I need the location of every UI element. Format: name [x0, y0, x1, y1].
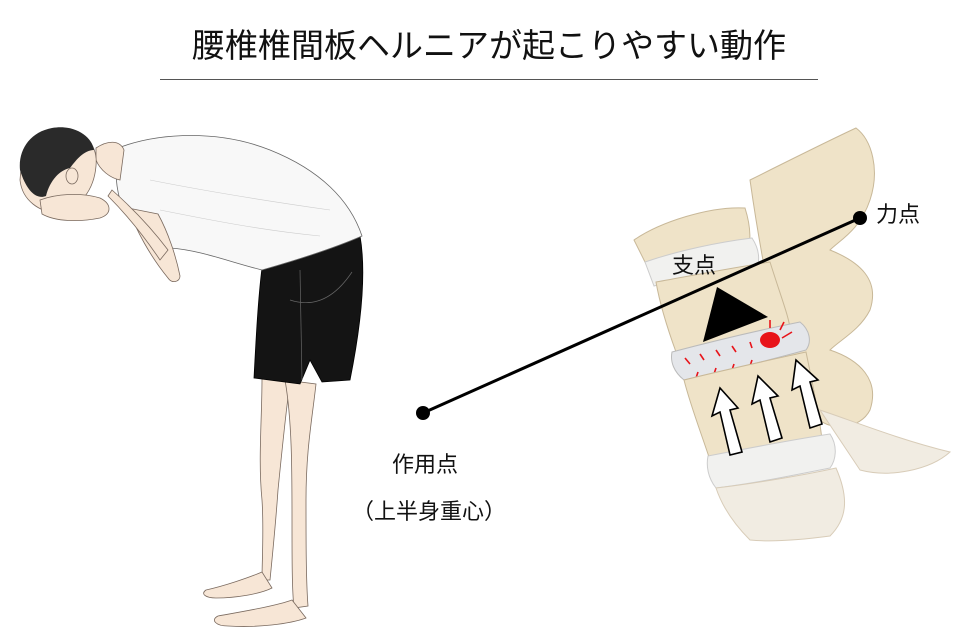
- herniation-point-icon: [760, 332, 780, 348]
- lever-diagram: [416, 211, 867, 420]
- pressure-arrows-icon: [684, 320, 793, 379]
- lever-line: [422, 216, 861, 415]
- upward-force-arrows-icon: [710, 358, 823, 456]
- action-point-dot-icon: [416, 406, 430, 420]
- force-point-dot-icon: [853, 211, 867, 225]
- action-point-label: 作用点: [392, 453, 459, 478]
- lumbar-spine-figure: [633, 127, 952, 542]
- page-title: 腰椎椎間板ヘルニアが起こりやすい動作: [192, 26, 786, 65]
- force-point-label: 力点: [876, 203, 921, 228]
- fulcrum-triangle-icon: [703, 287, 768, 342]
- action-point-note: （上半身重心）: [352, 500, 507, 525]
- bending-person-figure: [19, 127, 364, 627]
- title-underline: [160, 79, 818, 80]
- fulcrum-label: 支点: [672, 254, 717, 279]
